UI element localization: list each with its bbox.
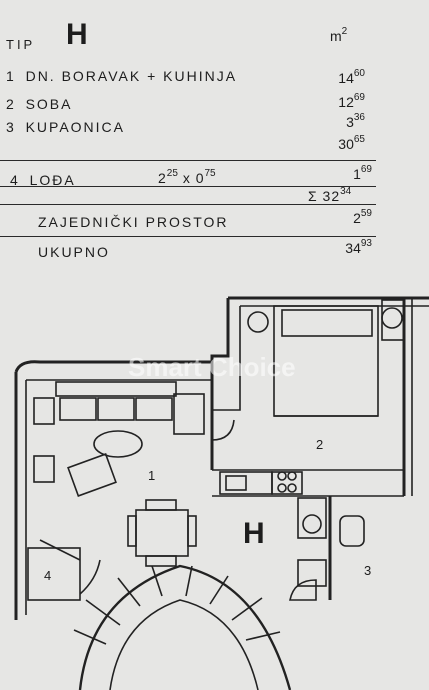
plan-room-label-2: 2 — [316, 437, 324, 452]
loggia-dimensions: 225 x 075 — [158, 168, 216, 186]
total-area: 3493 — [345, 238, 372, 256]
area-unit: m2 — [330, 26, 348, 44]
room-row-1: 1 DN. BORAVAK + KUHINJA — [6, 68, 238, 84]
room-3-area: 336 — [346, 112, 365, 130]
common-space-label: ZAJEDNIČKI PROSTOR — [38, 214, 229, 230]
total-label: UKUPNO — [38, 244, 110, 260]
tip-letter: H — [66, 18, 88, 51]
divider-4 — [0, 236, 376, 237]
plan-room-label-4: 4 — [44, 568, 52, 583]
divider-1 — [0, 160, 376, 161]
plan-unit-letter: H — [243, 517, 265, 550]
subtotal-area: 3065 — [338, 134, 365, 152]
sum-area: Σ 3234 — [308, 186, 352, 204]
room-row-3: 3 KUPAONICA — [6, 119, 126, 135]
divider-2 — [0, 186, 376, 187]
plan-room-label-1: 1 — [148, 468, 156, 483]
room-row-4: 4 LOĐA — [10, 172, 76, 188]
divider-3 — [0, 204, 376, 205]
watermark: Smart Choice — [128, 352, 296, 382]
room-row-2: 2 SOBA — [6, 96, 73, 112]
room-1-area: 1460 — [338, 68, 365, 86]
common-space-area: 259 — [353, 208, 372, 226]
tip-label: TIP — [6, 37, 36, 52]
plan-room-label-3: 3 — [364, 563, 372, 578]
loggia-area: 169 — [353, 164, 372, 182]
room-2-area: 1269 — [338, 92, 365, 110]
